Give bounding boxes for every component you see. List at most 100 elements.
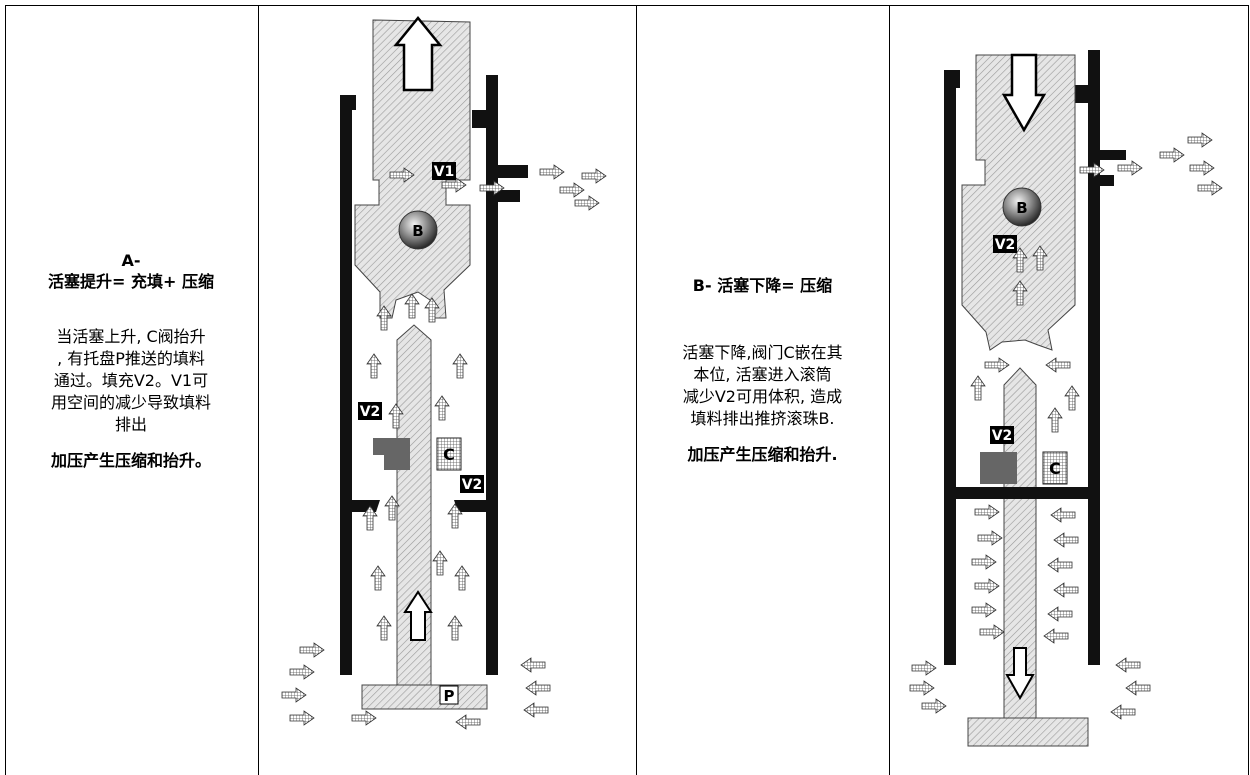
cylinder-wall-left [340, 95, 356, 675]
flow-arrow-icon [539, 164, 565, 180]
flow-arrow-icon [1189, 160, 1215, 176]
label-c: C [443, 445, 455, 464]
flow-arrow-icon [984, 357, 1010, 373]
flow-arrow-icon [581, 168, 607, 184]
flow-arrow-icon [455, 714, 481, 730]
label-b: B [412, 222, 423, 240]
ring-band [956, 487, 1088, 499]
wall-lug [472, 110, 486, 128]
flow-arrow-icon [452, 353, 468, 379]
flow-arrow-icon [447, 615, 463, 641]
panel-a-title-line2: 活塞提升= 充填+ 压缩 [48, 272, 214, 291]
panel-b-text: B- 活塞下降= 压缩 活塞下降,阀门C嵌在其 本位, 活塞进入滚筒 减少V2可… [645, 275, 880, 465]
up-arrow-icon [393, 16, 443, 92]
panel-a-text: A- 活塞提升= 充填+ 压缩 当活塞上升, C阀抬升 , 有托盘P推送的填料 … [15, 250, 247, 471]
table-frame [5, 5, 1249, 775]
panel-b-line: 活塞下降,阀门C嵌在其 [682, 343, 843, 362]
flow-arrow-icon [1053, 532, 1079, 548]
flow-arrow-icon [977, 530, 1003, 546]
flow-arrow-icon [289, 664, 315, 680]
flow-arrow-icon [366, 353, 382, 379]
panel-b-line: 本位, 活塞进入滚筒 [693, 365, 832, 384]
down-arrow-icon [1005, 647, 1035, 701]
label-v2-lower: V2 [992, 428, 1013, 444]
label-c: C [1049, 459, 1061, 478]
flow-arrow-icon [432, 550, 448, 576]
piston-rod [396, 324, 432, 686]
flow-arrow-icon [1064, 385, 1080, 411]
flow-arrow-icon [404, 293, 420, 319]
piston-head [354, 19, 471, 319]
flow-arrow-icon [520, 657, 546, 673]
flow-arrow-icon [370, 565, 386, 591]
flow-arrow-icon [1187, 132, 1213, 148]
flow-arrow-icon [289, 710, 315, 726]
label-v2-upper: V2 [995, 237, 1016, 253]
panel-b-line: 填料排出推挤滚珠B. [690, 409, 835, 428]
panel-b-line: 减少V2可用体积, 造成 [682, 387, 843, 406]
panel-a-line: 排出 [114, 415, 147, 434]
ball-b [1002, 187, 1042, 227]
flow-arrow-icon [376, 615, 392, 641]
ring-right [454, 500, 486, 512]
plate-p [361, 684, 488, 710]
flow-arrow-icon [1047, 606, 1073, 622]
flow-arrow-icon [523, 702, 549, 718]
flow-arrow-icon [1115, 657, 1141, 673]
cylinder-wall-left [944, 70, 960, 665]
panel-a-line: 当活塞上升, C阀抬升 [56, 327, 206, 346]
flow-arrow-icon [299, 642, 325, 658]
panel-a-title-line1: A- [121, 251, 141, 270]
label-v2-upper: V2 [360, 404, 381, 420]
down-arrow-icon [1001, 53, 1047, 133]
flow-arrow-icon [1053, 582, 1079, 598]
panel-a-description: 当活塞上升, C阀抬升 , 有托盘P推送的填料 通过。填充V2。V1可 用空间的… [15, 326, 247, 436]
column-divider [636, 5, 637, 775]
flow-arrow-icon [454, 565, 470, 591]
flow-arrow-icon [911, 660, 937, 676]
base-plate [967, 717, 1089, 747]
flow-arrow-icon [1125, 680, 1151, 696]
flow-arrow-icon [1047, 407, 1063, 433]
flow-arrow-icon [1050, 507, 1076, 523]
flow-arrow-icon [974, 578, 1000, 594]
flow-arrow-icon [1110, 704, 1136, 720]
column-divider [258, 5, 259, 775]
up-arrow-icon [403, 590, 433, 641]
flow-arrow-icon [281, 687, 307, 703]
flow-arrow-icon [970, 375, 986, 401]
valve-c-left [980, 452, 1017, 484]
flow-arrow-icon [1159, 147, 1185, 163]
panel-a-line: 通过。填充V2。V1可 [53, 371, 209, 390]
flow-arrow-icon [971, 554, 997, 570]
flow-arrow-icon [434, 395, 450, 421]
flow-arrow-icon [1197, 180, 1223, 196]
flow-arrow-icon [909, 680, 935, 696]
flow-arrow-icon [1047, 557, 1073, 573]
flow-arrow-icon [1117, 160, 1143, 176]
flow-arrow-icon [971, 602, 997, 618]
panel-b-footer: 加压产生压缩和抬升. [687, 445, 838, 464]
flow-arrow-icon [351, 710, 377, 726]
flow-arrow-icon [921, 698, 947, 714]
valve-c-right [1042, 451, 1068, 485]
label-v2-lower: V2 [462, 477, 483, 493]
panel-a-line: 用空间的减少导致填料 [50, 393, 211, 412]
flow-arrow-icon [1043, 628, 1069, 644]
diagram-a: V1 B V2 C V2 P [281, 16, 607, 730]
flow-arrow-icon [974, 504, 1000, 520]
panel-a-line: , 有托盘P推送的填料 [57, 349, 205, 368]
flow-arrow-icon [1045, 357, 1071, 373]
panel-a-title: A- 活塞提升= 充填+ 压缩 [15, 250, 247, 292]
panel-a-footer: 加压产生压缩和抬升。 [50, 451, 211, 470]
flow-arrow-icon [525, 680, 551, 696]
ball-b [398, 210, 438, 250]
column-divider [889, 5, 890, 775]
label-v1: V1 [434, 164, 455, 180]
label-p: P [444, 687, 455, 705]
flow-arrow-icon [574, 195, 600, 211]
valve-c-left [373, 438, 410, 470]
cylinder-wall-right [1088, 50, 1126, 665]
valve-c-right [436, 437, 462, 471]
